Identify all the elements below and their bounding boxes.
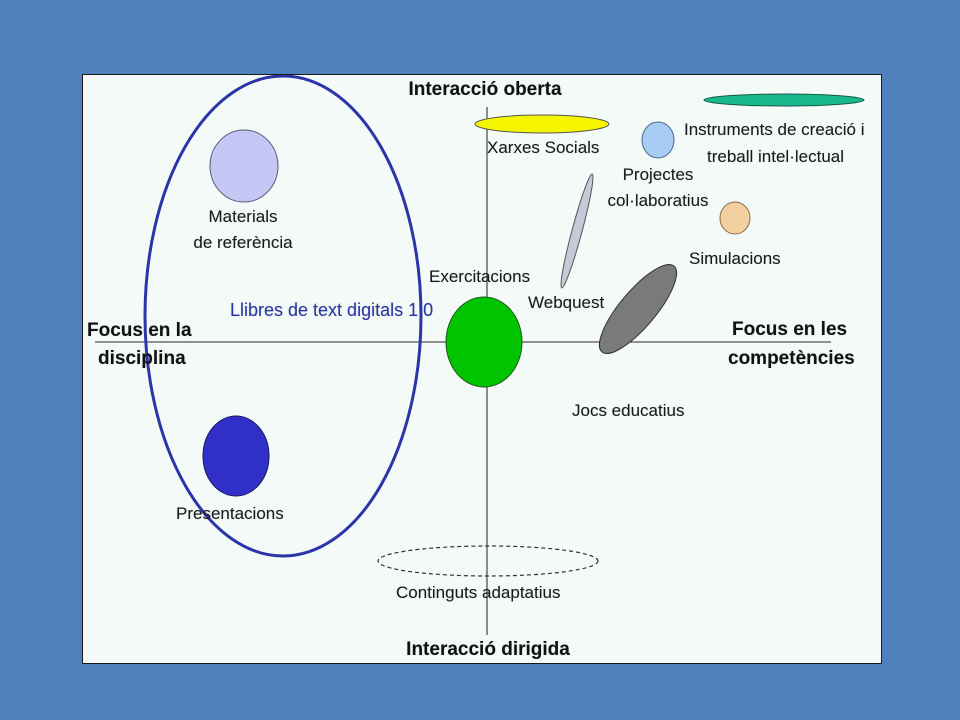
projectes-label-line2: col·laboratius (607, 191, 709, 210)
axis-right-label-line1: Focus en les (732, 319, 848, 340)
llibres-digitals-ellipse (143, 75, 423, 558)
presentacions-label: Presentacions (176, 504, 284, 523)
continguts-adaptatius-label: Continguts adaptatius (396, 583, 561, 602)
instruments-label-line1: Instruments de creació i (684, 120, 865, 139)
exercitacions-circle (445, 296, 523, 388)
axis-left-label-line1: Focus en la (87, 320, 192, 341)
axis-left-label-line2: disciplina (98, 348, 186, 369)
diagram-canvas (95, 75, 865, 635)
instruments-label-line2: treball intel·lectual (707, 147, 845, 166)
axis-right-label-line2: competències (728, 348, 855, 369)
llibres-digitals-label: Llibres de text digitals 1.0 (230, 300, 434, 320)
diagram-slide: Interacció oberta Interacció dirigida Fo… (82, 74, 882, 664)
axis-top-label: Interacció oberta (408, 79, 562, 100)
materials-label-line1: Materials (208, 207, 278, 226)
simulacions-circle (719, 201, 751, 235)
jocs-educatius-ellipse (598, 264, 678, 354)
instruments-ellipse (703, 93, 865, 107)
projectes-label-line1: Projectes (622, 165, 694, 184)
jocs-educatius-label: Jocs educatius (572, 401, 685, 420)
presentacions-circle (202, 415, 270, 497)
xarxes-socials-label: Xarxes Socials (487, 138, 600, 157)
webquest-ellipse (560, 173, 594, 289)
xarxes-socials-ellipse (474, 114, 610, 134)
projectes-circle (641, 121, 675, 159)
simulacions-label: Simulacions (689, 249, 781, 268)
materials-label-line2: de referència (193, 233, 293, 252)
continguts-adaptatius-ellipse (377, 545, 599, 577)
webquest-label: Webquest (528, 293, 605, 312)
materials-circle (209, 129, 279, 203)
axis-bottom-label: Interacció dirigida (406, 639, 570, 660)
exercitacions-label: Exercitacions (429, 267, 531, 286)
